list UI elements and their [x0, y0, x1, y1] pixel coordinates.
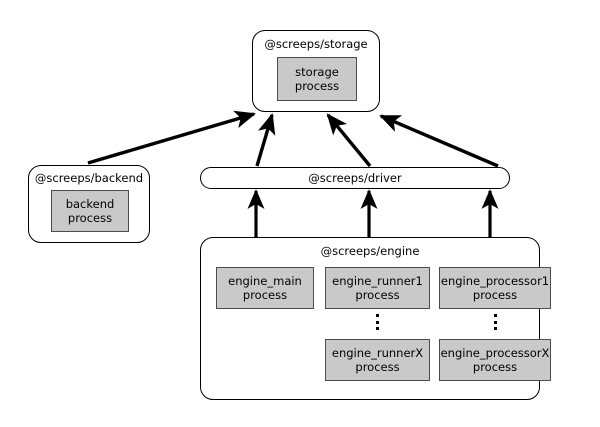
process-engine-runner1[interactable]: engine_runner1 process: [325, 267, 430, 309]
process-engine-main-kind: process: [242, 288, 288, 302]
process-engine-processorX-name: engine_processorX: [440, 346, 550, 360]
package-engine[interactable]: @screeps/engine engine_main process engi…: [200, 237, 551, 400]
package-driver-label: @screeps/driver: [308, 171, 402, 185]
process-storage[interactable]: storage process: [277, 57, 357, 101]
process-engine-main-name: engine_main: [228, 274, 302, 288]
package-storage[interactable]: @screeps/storage storage process: [252, 30, 380, 112]
connector-driver-to-storage-middle: [326, 113, 372, 168]
process-backend-name: backend: [65, 197, 115, 211]
process-engine-processor1-kind: process: [472, 288, 518, 302]
process-engine-runnerX-name: engine_runnerX: [331, 346, 424, 360]
process-backend-kind: process: [67, 211, 113, 225]
process-storage-kind: process: [294, 79, 340, 93]
process-engine-runner1-name: engine_runner1: [332, 274, 423, 288]
process-engine-processor1-name: engine_processor1: [440, 274, 550, 288]
process-engine-processor1[interactable]: engine_processor1 process: [439, 267, 551, 309]
connector-backend-to-storage: [87, 110, 256, 165]
process-engine-main[interactable]: engine_main process: [216, 267, 314, 309]
process-engine-runnerX-kind: process: [355, 360, 400, 374]
package-backend[interactable]: @screeps/backend backend process: [28, 165, 150, 243]
process-engine-runner1-kind: process: [355, 288, 400, 302]
connector-driver-to-storage-right: [379, 114, 499, 168]
process-engine-runnerX[interactable]: engine_runnerX process: [325, 339, 430, 381]
package-driver[interactable]: @screeps/driver: [200, 167, 510, 189]
vertical-ellipsis-icon-processor: [490, 314, 500, 330]
package-backend-label: @screeps/backend: [34, 171, 144, 185]
process-engine-processorX[interactable]: engine_processorX process: [439, 339, 551, 381]
process-engine-processorX-kind: process: [472, 360, 518, 374]
vertical-ellipsis-icon-runner: [372, 314, 382, 330]
process-backend[interactable]: backend process: [51, 190, 129, 232]
connector-driver-to-storage-left: [255, 113, 276, 167]
package-engine-label: @screeps/engine: [320, 244, 420, 258]
package-storage-label: @screeps/storage: [264, 37, 368, 51]
process-storage-name: storage: [295, 65, 339, 79]
